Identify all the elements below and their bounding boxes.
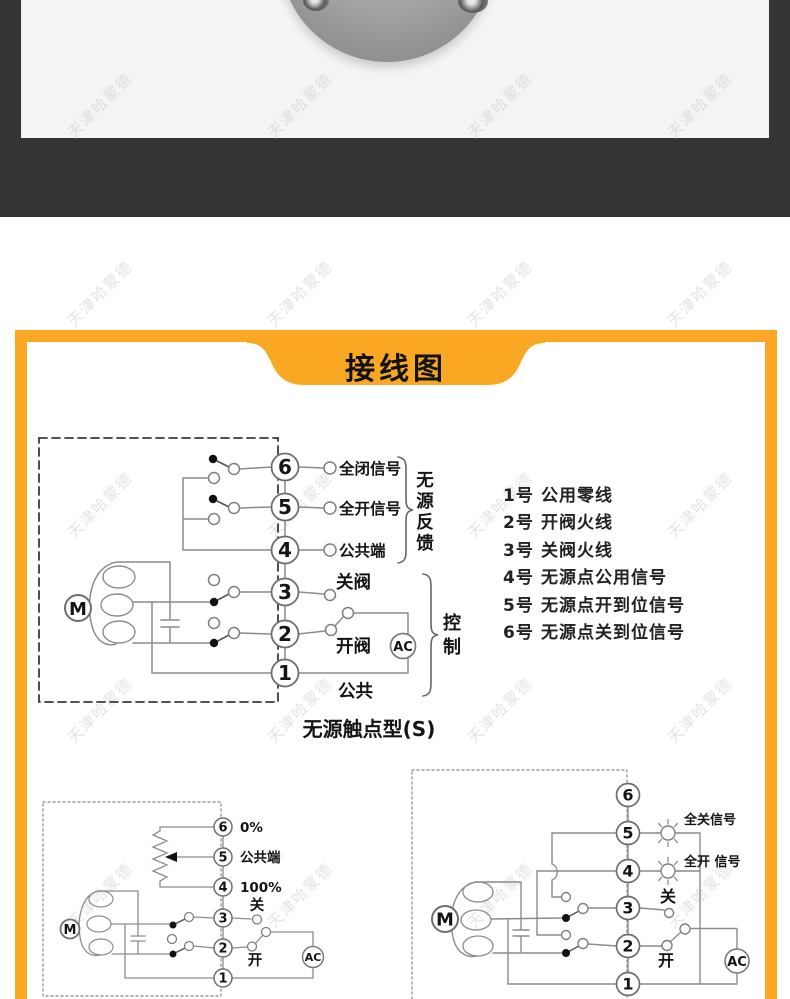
label-common: 公共 bbox=[338, 682, 373, 702]
label-full-open-signal: 全开 信号 bbox=[683, 854, 741, 870]
motor-label: M bbox=[64, 923, 77, 938]
note-number: 4号 bbox=[503, 568, 534, 589]
label-full-closed-signal: 全关信号 bbox=[683, 812, 736, 828]
terminal-note: 6号无源点关到位信号 bbox=[503, 620, 685, 647]
main-diagram-caption: 无源触点型(S) bbox=[303, 717, 436, 741]
terminal-number: 6 bbox=[278, 455, 292, 479]
brace-control-char: 控 bbox=[443, 612, 461, 634]
label-hundred-percent: 100% bbox=[240, 880, 282, 896]
note-desc: 无源点公用信号 bbox=[541, 568, 667, 589]
label-close: 关 bbox=[250, 896, 265, 914]
note-number: 3号 bbox=[503, 540, 534, 561]
note-number: 1号 bbox=[503, 486, 534, 506]
terminal-number: 1 bbox=[218, 972, 227, 987]
note-desc: 无源点关到位信号 bbox=[541, 622, 685, 643]
label-open-valve: 开阀 bbox=[336, 636, 371, 657]
note-desc: 公用零线 bbox=[541, 486, 613, 506]
note-desc: 开阀火线 bbox=[541, 513, 613, 534]
terminal-number: 1 bbox=[622, 975, 633, 994]
terminal-number: 3 bbox=[622, 899, 633, 918]
note-number: 6号 bbox=[503, 622, 534, 643]
terminal-number: 2 bbox=[218, 942, 227, 957]
brace-feedback-char: 无 bbox=[416, 471, 434, 491]
dotted-box bbox=[42, 801, 222, 997]
terminal-number: 4 bbox=[218, 881, 227, 896]
terminal-circles bbox=[270, 452, 300, 688]
label-close-valve: 关阀 bbox=[336, 572, 371, 593]
label-zero-percent: 0% bbox=[240, 820, 263, 836]
photo-dark-band bbox=[0, 0, 790, 217]
label-open: 开 bbox=[248, 952, 263, 969]
disc-hole-right bbox=[458, 0, 488, 13]
banner-title: 接线图 bbox=[345, 352, 447, 387]
label-full-open-signal: 全开信号 bbox=[338, 499, 401, 518]
main-dashed-box bbox=[38, 437, 279, 703]
terminal-circles bbox=[615, 782, 641, 997]
label-common-terminal: 公共端 bbox=[240, 849, 281, 866]
terminal-number: 6 bbox=[218, 821, 227, 836]
disc-hole-left bbox=[303, 0, 329, 11]
terminal-number: 6 bbox=[622, 786, 633, 805]
note-number: 5号 bbox=[503, 595, 534, 616]
note-number: 2号 bbox=[503, 513, 534, 534]
terminal-number: 2 bbox=[278, 622, 292, 646]
lamp-closed-indicator bbox=[660, 825, 676, 841]
bottom-left-diagram: AC M 6 5 4 3 2 1 0% 公共端 100% 关 开 bbox=[42, 801, 325, 997]
brace-feedback-char: 反 bbox=[416, 513, 434, 533]
lamp-rays bbox=[653, 818, 683, 886]
motor-label: M bbox=[436, 910, 454, 931]
label-close: 关 bbox=[660, 887, 676, 906]
terminal-number: 3 bbox=[218, 912, 227, 927]
ac-label: AC bbox=[393, 640, 413, 655]
label-full-closed-signal: 全闭信号 bbox=[338, 459, 401, 478]
terminal-circles bbox=[213, 817, 233, 988]
note-desc: 无源点开到位信号 bbox=[541, 595, 685, 616]
terminal-number: 5 bbox=[218, 851, 227, 866]
ac-label: AC bbox=[727, 955, 747, 970]
product-photo bbox=[21, 0, 769, 138]
feedback-brace bbox=[397, 456, 414, 564]
terminal-number: 4 bbox=[622, 862, 633, 881]
terminal-number: 5 bbox=[622, 824, 633, 843]
terminal-number: 4 bbox=[278, 538, 292, 562]
brace-feedback-char: 馈 bbox=[416, 533, 434, 554]
lamp-open-indicator bbox=[660, 863, 676, 879]
terminal-number: 1 bbox=[278, 661, 292, 685]
main-wiring-diagram: AC M 6 5 4 3 2 1 全闭信号 全开信号 公共端 bbox=[38, 437, 461, 741]
motor-circle bbox=[64, 594, 92, 622]
brace-feedback-char: 源 bbox=[416, 491, 434, 512]
motor-coil-outline bbox=[88, 561, 118, 646]
terminal-note: 2号开阀火线 bbox=[503, 510, 685, 537]
terminal-note: 1号公用零线 bbox=[503, 483, 685, 510]
dotted-box bbox=[411, 769, 628, 999]
label-common-terminal: 公共端 bbox=[339, 541, 386, 560]
terminal-note: 3号关阀火线 bbox=[503, 538, 685, 565]
terminal-note: 4号无源点公用信号 bbox=[503, 565, 685, 592]
terminal-note: 5号无源点开到位信号 bbox=[503, 593, 685, 620]
note-desc: 关阀火线 bbox=[541, 540, 613, 561]
terminal-notes-list: 1号公用零线 2号开阀火线 3号关阀火线 4号无源点公用信号 5号无源点开到位信… bbox=[503, 483, 685, 647]
terminal-number: 5 bbox=[278, 495, 292, 519]
potentiometer-arrow bbox=[165, 852, 177, 862]
motor-label: M bbox=[69, 599, 87, 620]
terminal-number: 3 bbox=[278, 580, 292, 604]
control-brace bbox=[422, 573, 439, 697]
wiring-banner-tab bbox=[245, 330, 545, 385]
label-open: 开 bbox=[658, 951, 674, 970]
ac-label: AC bbox=[305, 951, 322, 964]
bottom-right-diagram: AC M 6 5 4 3 2 1 全关信号 全开 信号 关 开 bbox=[411, 769, 750, 999]
brace-control-char: 制 bbox=[443, 637, 461, 658]
ac-source-circle bbox=[389, 632, 417, 660]
terminal-number: 2 bbox=[622, 937, 633, 956]
